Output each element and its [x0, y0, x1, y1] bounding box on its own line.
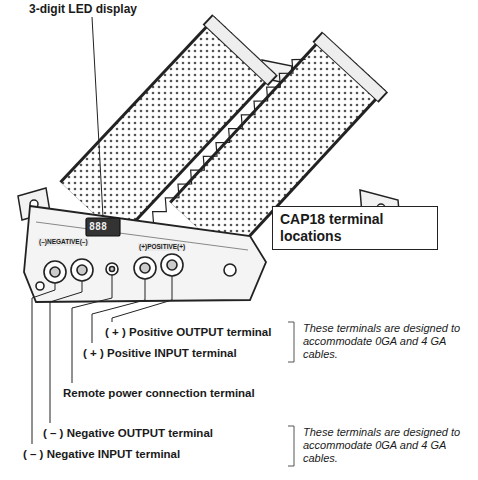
bracket — [288, 322, 294, 466]
terminal-label: ( + ) Positive INPUT terminal — [82, 346, 238, 360]
box-title: CAP18 terminal locations — [280, 211, 430, 245]
leader-line — [32, 17, 172, 444]
cable-note: These terminals are designed to accommod… — [302, 322, 470, 361]
cable-note: These terminals are designed to accommod… — [302, 426, 470, 465]
callout-label: 3-digit LED display — [28, 2, 138, 16]
title-box: CAP18 terminal locations — [272, 206, 438, 250]
display-digits: 888 — [88, 221, 108, 233]
terminal-marking: (–)NEGATIVE(–) — [38, 238, 89, 246]
end-cap — [346, 63, 354, 72]
terminal-label: ( + ) Positive OUTPUT terminal — [104, 325, 272, 339]
terminal-label: Remote power connection terminal — [62, 386, 256, 400]
end-cap — [236, 46, 244, 55]
terminal-marking: (+)POSITIVE(+) — [138, 243, 186, 251]
terminal — [36, 254, 236, 290]
terminal-label: ( – ) Negative INPUT terminal — [22, 447, 181, 461]
end-cap — [235, 45, 245, 55]
lightning-trim — [153, 59, 306, 225]
led-display — [86, 218, 120, 236]
end-cap — [346, 62, 355, 72]
terminal-label: ( – ) Negative OUTPUT terminal — [42, 426, 214, 440]
